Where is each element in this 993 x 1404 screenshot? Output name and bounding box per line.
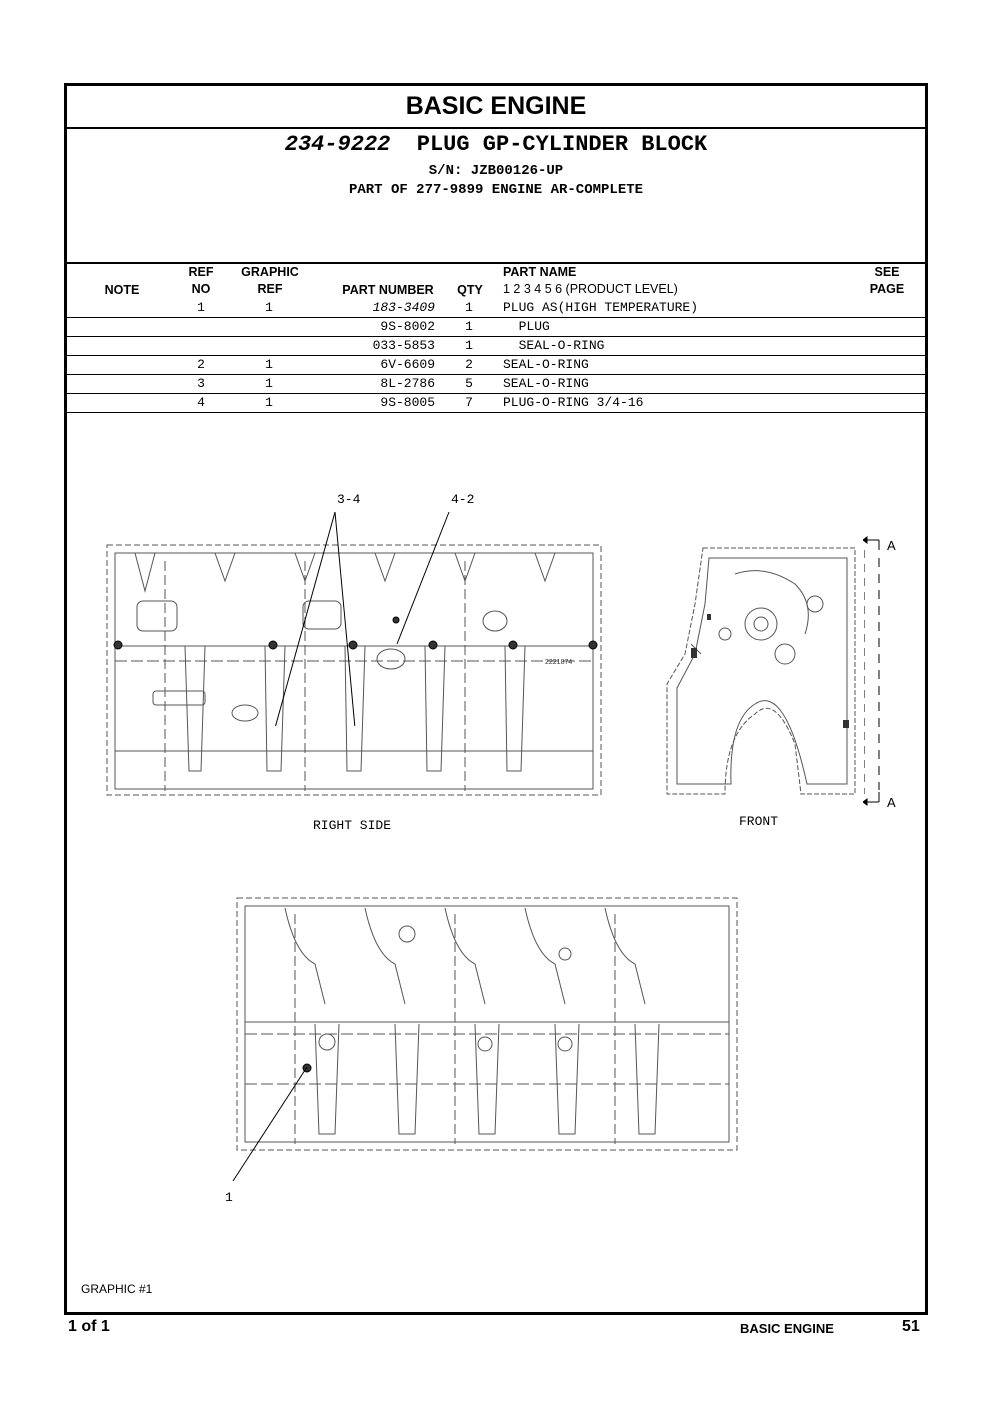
row-ref: 1 <box>197 300 205 315</box>
header-qty: QTY <box>457 283 483 297</box>
front-view-drawing <box>666 547 865 795</box>
header-part-name: PART NAME <box>503 265 577 279</box>
right-side-caption: RIGHT SIDE <box>313 818 392 833</box>
serial-range: S/N: JZB00126-UP <box>428 163 564 179</box>
table-top-rule <box>67 262 925 264</box>
footer-page-of: 1 of 1 <box>68 1318 110 1335</box>
row-part-number: 183-3409 <box>372 300 435 315</box>
row-qty: 1 <box>465 300 473 315</box>
header-part-number: PART NUMBER <box>342 283 434 297</box>
section-a-top: A <box>887 538 896 553</box>
row-graphic-ref: 1 <box>265 376 273 391</box>
table-row: 2 1 6V-6609 2 SEAL-O-RING <box>67 355 925 375</box>
callout-leader-1 <box>232 1066 308 1182</box>
section-title: BASIC ENGINE <box>67 86 925 129</box>
callout-leaders-top <box>275 511 450 726</box>
row-graphic-ref: 1 <box>265 357 273 372</box>
stamp-text: 2221874 <box>545 659 572 666</box>
group-part-number: 234-9222 <box>284 132 391 157</box>
row-graphic-ref: 1 <box>265 300 273 315</box>
left-side-view-drawing <box>236 897 738 1151</box>
header-see-top: SEE <box>874 265 900 279</box>
row-part-name: SEAL-O-RING <box>503 338 605 353</box>
footer-section: BASIC ENGINE <box>740 1321 834 1336</box>
group-name: PLUG GP-CYLINDER BLOCK <box>416 132 708 157</box>
table-row: 033-5853 1 SEAL-O-RING <box>67 336 925 356</box>
row-part-name: SEAL-O-RING <box>503 357 589 372</box>
part-of-line: PART OF 277-9899 ENGINE AR-COMPLETE <box>348 182 644 198</box>
row-graphic-ref: 1 <box>265 395 273 410</box>
footer-page-number: 51 <box>902 1318 920 1335</box>
header-graphic-top: GRAPHIC <box>241 265 299 279</box>
row-ref: 4 <box>197 395 205 410</box>
row-part-number: 9S-8005 <box>380 395 435 410</box>
section-a-bottom: A <box>887 795 896 810</box>
table-row: 4 1 9S-8005 7 PLUG-O-RING 3/4-16 <box>67 393 925 413</box>
table-row: 9S-8002 1 PLUG <box>67 317 925 337</box>
row-part-name: PLUG-O-RING 3/4-16 <box>503 395 644 410</box>
row-qty: 1 <box>465 319 473 334</box>
row-qty: 1 <box>465 338 473 353</box>
row-part-name: PLUG AS(HIGH TEMPERATURE) <box>503 300 699 315</box>
row-part-number: 033-5853 <box>372 338 435 353</box>
callout-3-4: 3-4 <box>337 492 361 507</box>
row-part-number: 8L-2786 <box>380 376 435 391</box>
header-ref-top: REF <box>188 265 214 279</box>
row-ref: 3 <box>197 376 205 391</box>
table-row: 1 1 183-3409 1 PLUG AS(HIGH TEMPERATURE) <box>67 298 925 318</box>
row-qty: 7 <box>465 395 473 410</box>
row-part-name: PLUG <box>503 319 550 334</box>
graphic-note: GRAPHIC #1 <box>81 1282 153 1296</box>
section-a-markers <box>863 536 880 806</box>
front-caption: FRONT <box>739 814 779 829</box>
group-title: 234-9222 PLUG GP-CYLINDER BLOCK <box>67 132 925 157</box>
right-side-view-drawing: 2221874 <box>106 544 602 796</box>
header-note: NOTE <box>104 283 140 297</box>
row-ref: 2 <box>197 357 205 372</box>
header-see-bottom: PAGE <box>869 282 905 296</box>
row-part-name: SEAL-O-RING <box>503 376 589 391</box>
header-product-level: 1 2 3 4 5 6 (PRODUCT LEVEL) <box>503 282 678 296</box>
header-graphic-bottom: REF <box>257 282 283 296</box>
table-row: 3 1 8L-2786 5 SEAL-O-RING <box>67 374 925 394</box>
callout-1: 1 <box>225 1190 233 1205</box>
page-frame: BASIC ENGINE 234-9222 PLUG GP-CYLINDER B… <box>64 83 928 1315</box>
row-qty: 5 <box>465 376 473 391</box>
header-ref-bottom: NO <box>191 282 211 296</box>
row-qty: 2 <box>465 357 473 372</box>
row-part-number: 9S-8002 <box>380 319 435 334</box>
callout-4-2: 4-2 <box>451 492 475 507</box>
row-part-number: 6V-6609 <box>380 357 435 372</box>
